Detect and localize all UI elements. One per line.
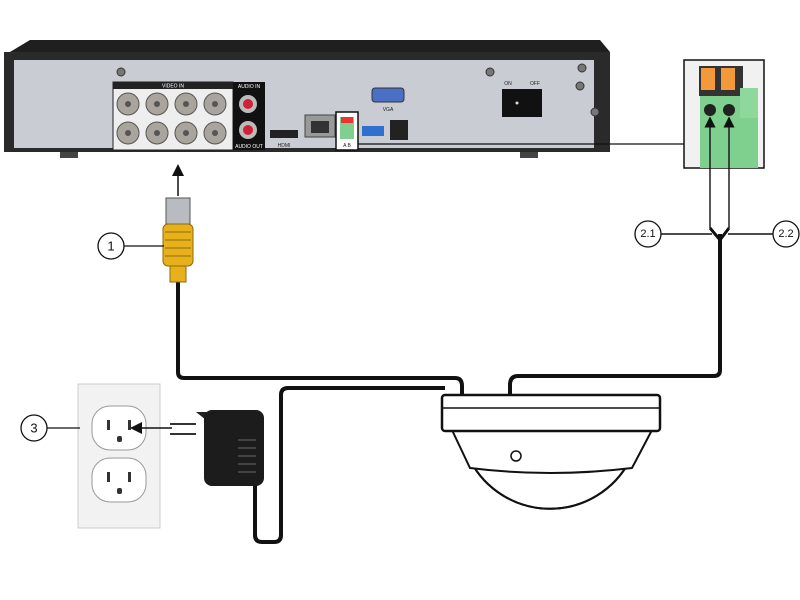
vga-port: VGA <box>371 87 405 113</box>
cables <box>176 234 722 544</box>
callout-3-label: 3 <box>30 421 37 436</box>
hdmi-port: HDMI <box>270 130 298 149</box>
callout-1-label: 1 <box>107 239 114 254</box>
dvr-rear-panel: VIDEO IN AUDIO IN AUDIO OUT HDMI <box>4 40 610 158</box>
callout-1: 1 <box>97 232 164 260</box>
rs485-terminal-inset <box>683 59 765 169</box>
wall-outlet <box>77 383 172 529</box>
rs485-wires <box>661 116 774 243</box>
audio-out-label: AUDIO OUT <box>235 144 263 150</box>
ethernet-port <box>304 114 336 138</box>
power-adapter <box>170 410 264 486</box>
bnc-connector <box>162 164 194 283</box>
callout-2-2-label: 2.2 <box>778 228 793 240</box>
hdmi-label: HDMI <box>278 143 291 149</box>
vga-label: VGA <box>383 107 394 113</box>
rs485-label: A B <box>343 143 351 149</box>
usb-port <box>362 126 384 136</box>
power-off-label: OFF <box>530 81 540 87</box>
video-in-bnc-ports: VIDEO IN <box>112 81 234 151</box>
callout-2-1: 2.1 <box>634 220 662 248</box>
callout-2-2: 2.2 <box>772 220 800 248</box>
audio-ports: AUDIO IN AUDIO OUT <box>233 82 265 150</box>
power-switch: ON OFF <box>502 81 542 117</box>
dome-camera <box>440 393 662 510</box>
dc-power-input <box>390 120 408 140</box>
power-on-label: ON <box>504 81 512 87</box>
audio-in-label: AUDIO IN <box>238 84 261 90</box>
callout-3: 3 <box>20 414 80 442</box>
video-in-label: VIDEO IN <box>162 84 184 90</box>
callout-2-1-label: 2.1 <box>640 228 655 240</box>
rs485-terminal-on-dvr: A B <box>335 111 359 151</box>
